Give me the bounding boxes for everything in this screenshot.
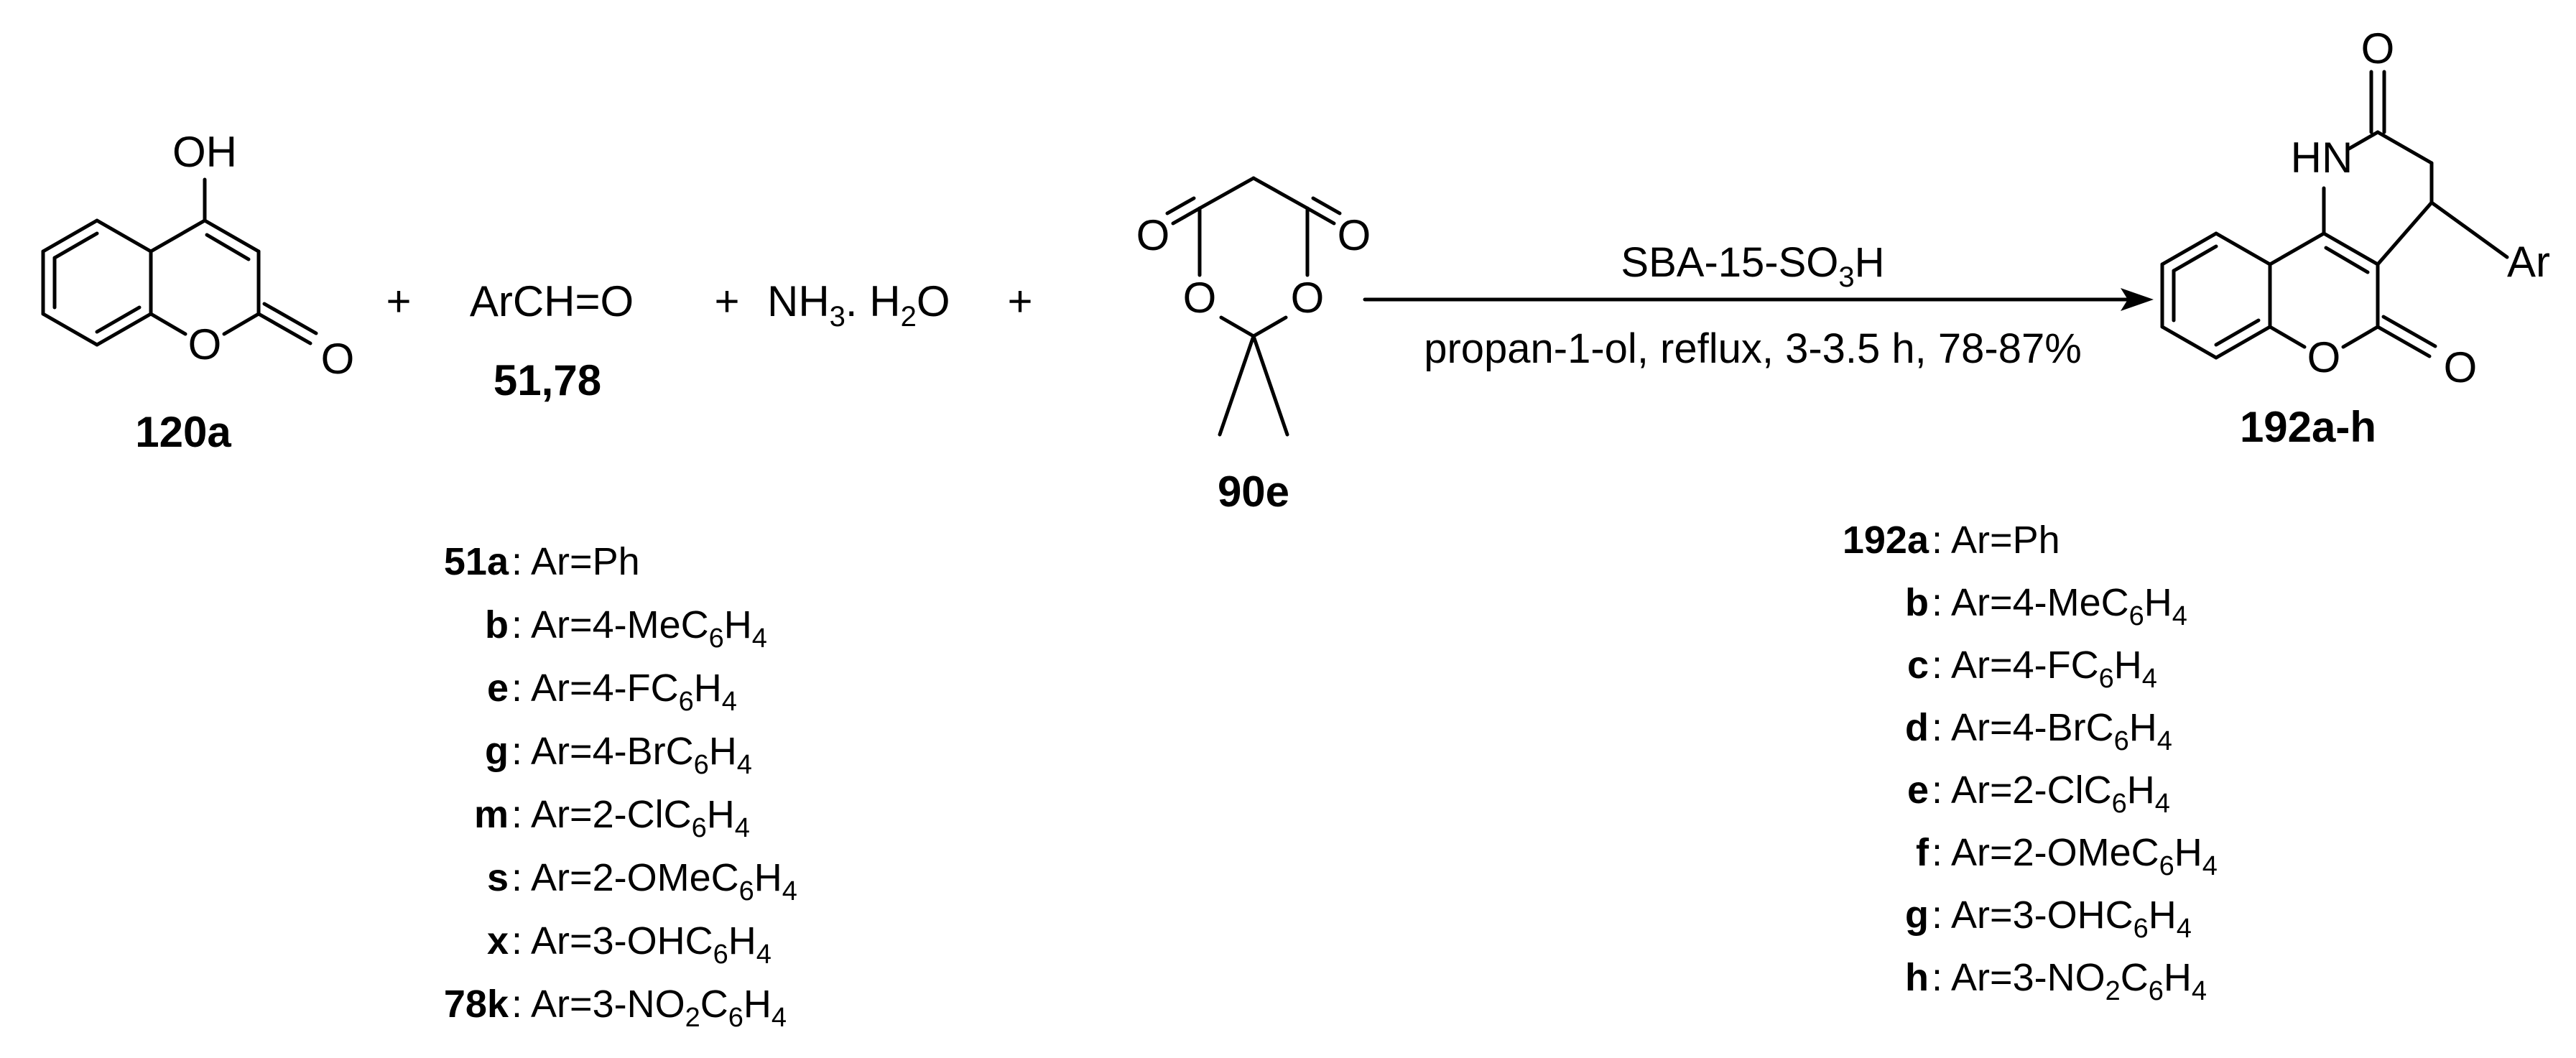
list-item: 192a: Ar=Ph	[1843, 519, 2060, 562]
list-item: b: Ar=4-MeC6H4	[485, 603, 767, 654]
list-item: g: Ar=4-BrC6H4	[485, 730, 752, 780]
arrow-head	[2121, 288, 2154, 311]
list-item: d: Ar=4-BrC6H4	[1905, 706, 2172, 756]
atom-ring-o-192: O	[2307, 333, 2341, 381]
structure-90e: O O O O 90e	[1136, 176, 1371, 516]
atom-oh-120a: OH	[172, 128, 237, 176]
atom-ring-o-right-90e: O	[1291, 274, 1325, 322]
list-item: e: Ar=2-ClC6H4	[1907, 769, 2170, 819]
bonds-120a	[41, 177, 318, 347]
product-substituent-list: 192a: Ar=Ph b: Ar=4-MeC6H4 c: Ar=4-FC6H4…	[1843, 519, 2218, 1006]
list-item: s: Ar=2-OMeC6H4	[487, 856, 797, 906]
plus-sign-2: +	[714, 277, 739, 325]
atom-o-right-90e: O	[1338, 211, 1371, 259]
list-item: c: Ar=4-FC6H4	[1907, 644, 2157, 694]
atom-nh-192: HN	[2291, 134, 2353, 182]
compound-label-120a: 120a	[135, 408, 231, 456]
atom-carbonyl-o-192: O	[2444, 343, 2478, 391]
atom-carbonyl-o-120a: O	[321, 335, 355, 383]
list-item: e: Ar=4-FC6H4	[487, 667, 737, 717]
plus-sign-3: +	[1007, 277, 1032, 325]
bonds-192a-h	[2160, 70, 2509, 360]
list-item: g: Ar=3-OHC6H4	[1905, 894, 2192, 944]
ammonia-hydrate-formula: NH3. H2O	[767, 277, 950, 333]
atom-ar-192: Ar	[2507, 238, 2550, 286]
list-item: 51a: Ar=Ph	[444, 540, 640, 583]
structure-aldehyde: ArCH=O 51,78	[470, 277, 634, 404]
compound-label-192a-h: 192a-h	[2240, 403, 2376, 451]
atom-ring-o-left-90e: O	[1183, 274, 1217, 322]
reagent-catalyst: SBA-15-SO3H	[1621, 239, 1884, 293]
list-item: h: Ar=3-NO2C6H4	[1905, 956, 2207, 1006]
structure-120a: OH O O 120a	[41, 128, 355, 456]
aldehyde-formula: ArCH=O	[470, 277, 634, 325]
list-item: x: Ar=3-OHC6H4	[487, 919, 772, 970]
list-item: m: Ar=2-ClC6H4	[474, 793, 750, 843]
list-item: f: Ar=2-OMeC6H4	[1916, 831, 2218, 881]
plus-sign-1: +	[386, 277, 411, 325]
compound-label-51-78: 51,78	[494, 356, 601, 404]
aldehyde-substituent-list: 51a: Ar=Ph b: Ar=4-MeC6H4 e: Ar=4-FC6H4 …	[444, 540, 797, 1033]
reaction-arrow	[1363, 288, 2154, 311]
reaction-conditions: propan-1-ol, reflux, 3-3.5 h, 78-87%	[1424, 325, 2082, 372]
bonds-90e	[1165, 176, 1342, 437]
list-item: b: Ar=4-MeC6H4	[1905, 581, 2187, 631]
atom-top-o-192: O	[2361, 24, 2395, 73]
atom-ring-o-120a: O	[188, 320, 222, 368]
compound-label-90e: 90e	[1218, 468, 1289, 516]
structure-192a-h: O HN Ar O O 192a-h	[2160, 24, 2550, 451]
atom-o-left-90e: O	[1136, 211, 1170, 259]
list-item: 78k: Ar=3-NO2C6H4	[444, 983, 787, 1033]
